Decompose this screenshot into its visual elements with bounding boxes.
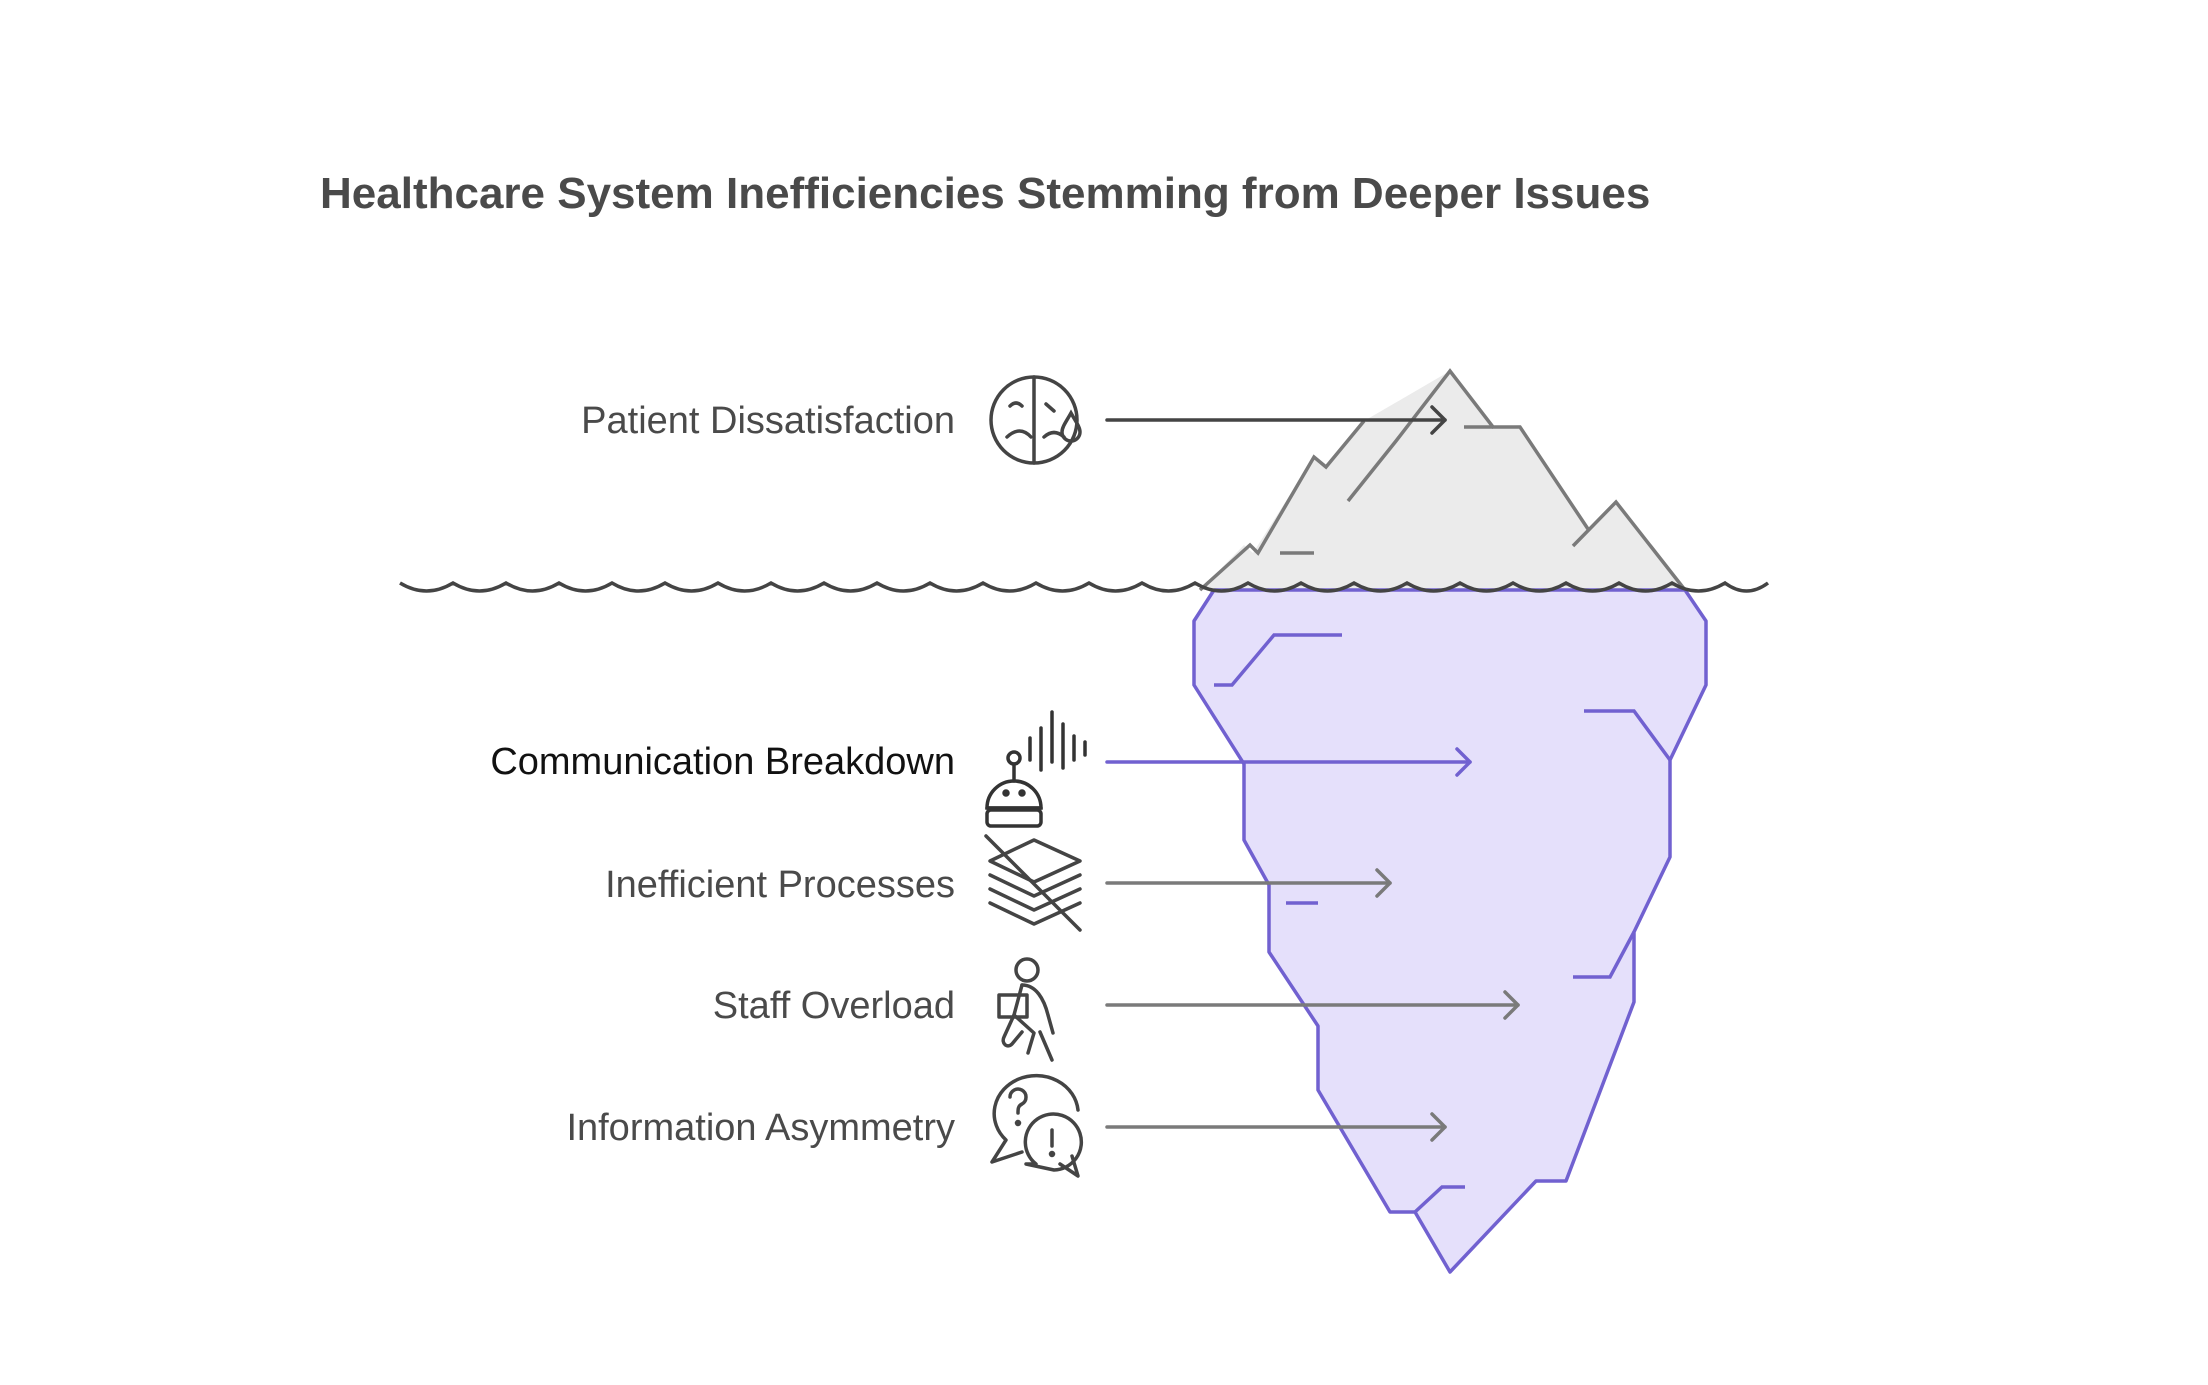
crossed-layers-icon — [986, 836, 1080, 930]
item-label: Staff Overload — [713, 985, 955, 1027]
iceberg-top — [1200, 371, 1685, 590]
item-patient-dissatisfaction: Patient Dissatisfaction — [581, 377, 1445, 463]
voice-assistant-icon — [987, 712, 1085, 826]
sad-face-icon — [991, 377, 1080, 463]
page-title: Healthcare System Inefficiencies Stemmin… — [320, 169, 1650, 218]
item-label: Patient Dissatisfaction — [581, 400, 955, 442]
person-carrying-box-icon — [999, 959, 1053, 1060]
item-label: Communication Breakdown — [490, 741, 955, 783]
item-label: Inefficient Processes — [605, 864, 955, 906]
item-information-asymmetry: Information Asymmetry — [566, 1076, 1445, 1176]
iceberg-underwater — [1194, 590, 1706, 1272]
item-label: Information Asymmetry — [566, 1107, 955, 1149]
question-exclamation-bubbles-icon — [992, 1076, 1081, 1176]
